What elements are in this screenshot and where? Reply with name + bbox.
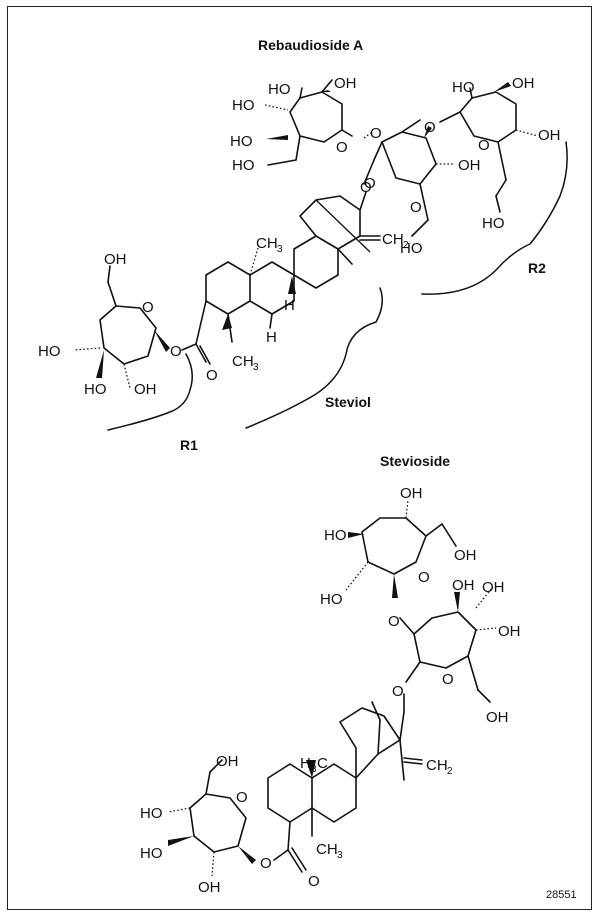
atom-label-c: C [317,755,328,772]
atom-label-oh: OH [458,157,481,174]
atom-label-o: O [442,671,454,688]
atom-label-o: O [392,683,404,700]
atom-label-o: O [410,199,422,216]
atom-subscript-3: 3 [337,850,343,861]
rebaudioside-glucose-top-left [264,79,373,166]
atom-label-h: H [284,297,295,314]
stevioside-glucose-bottom-left [167,759,256,877]
atom-label-o: O [336,139,348,156]
atom-label-ch: CH [316,841,338,858]
atom-subscript-2: 2 [403,240,409,251]
atom-label-o: O [478,137,490,154]
atom-label-ch: CH [232,353,254,370]
atom-label-oh: OH [512,75,535,92]
atom-label-ho: HO [140,805,163,822]
rebaudioside-glucose-center [363,119,454,237]
atom-label-ch: CH [256,235,278,252]
rebaudioside-structure: HO OH HO HO O HO O O OH O O HO [38,75,568,453]
stevioside-steviol-core [267,693,423,873]
rebaudioside-glucose-top-right [439,82,539,197]
atom-label-oh: OH [216,753,239,770]
atom-label-o: O [206,367,218,384]
atom-label-ho: HO [140,845,163,862]
atom-label-oh: OH [400,485,423,502]
atom-label-ch: CH [382,231,404,248]
atom-label-ho: HO [38,343,61,360]
r2-label: R2 [528,260,546,276]
figure-number: 28551 [546,889,577,901]
atom-label-o: O [370,125,382,142]
atom-label-ho: HO [232,157,255,174]
atom-label-o: O [170,343,182,360]
atom-label-h: H [300,755,311,772]
atom-label-o: O [236,789,248,806]
atom-label-o: O [424,119,436,136]
atom-label-oh: OH [498,623,521,640]
stevioside-glucose-middle [399,587,497,703]
rebaudioside-steviol-core [181,191,381,365]
brace-r2 [421,141,568,295]
atom-label-o: O [360,179,372,196]
atom-label-oh: OH [482,579,505,596]
atom-label-oh: OH [538,127,561,144]
atom-label-o: O [418,569,430,586]
atom-subscript-3: 3 [253,362,259,373]
atom-label-o: O [142,299,154,316]
atom-label-ho: HO [482,215,505,232]
atom-label-ch: CH [426,757,448,774]
atom-label-oh: OH [104,251,127,268]
figure-frame [7,6,592,910]
stevioside-glucose-top [345,499,457,598]
atom-label-ho: HO [230,133,253,150]
atom-label-o: O [308,873,320,890]
atom-label-oh: OH [134,381,157,398]
atom-subscript-3: 3 [311,764,317,775]
atom-label-oh: OH [454,547,477,564]
atom-label-ho: HO [84,381,107,398]
atom-label-oh: OH [452,577,475,594]
atom-label-o: O [388,613,400,630]
atom-label-ho: HO [268,81,291,98]
steviol-label: Steviol [325,394,371,410]
atom-label-h: H [266,329,277,346]
atom-subscript-2: 2 [447,766,453,777]
rebaudioside-title: Rebaudioside A [258,37,363,53]
brace-steviol [245,287,383,429]
stevioside-structure: OH HO OH O HO O OH OH OH O OH O [140,485,521,896]
atom-label-ho: HO [324,527,347,544]
atom-label-ho: HO [452,79,475,96]
atom-label-oh: OH [334,75,357,92]
atom-label-ho: HO [232,97,255,114]
atom-label-ho: HO [400,240,423,257]
brace-r1 [107,353,193,431]
stevioside-title: Stevioside [380,453,450,469]
atom-subscript-3: 3 [277,244,283,255]
rebaudioside-glucose-left [73,265,170,389]
atom-label-o: O [364,175,376,192]
atom-label-oh: OH [198,879,221,896]
r1-label: R1 [180,437,198,453]
atom-label-ho: HO [320,591,343,608]
atom-label-o: O [260,855,272,872]
atom-label-oh: OH [486,709,509,726]
